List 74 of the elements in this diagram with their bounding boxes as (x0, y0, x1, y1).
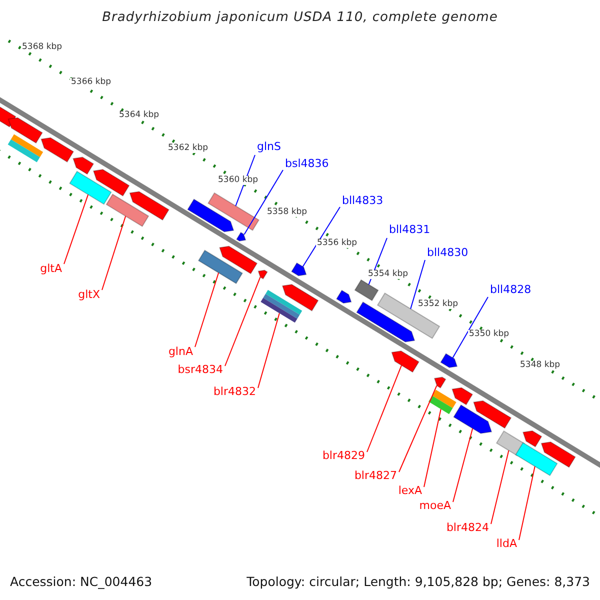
leader-line (424, 408, 442, 488)
scale-label: 5350 kbp (468, 330, 510, 338)
gene-label: blr4829 (322, 450, 365, 461)
gene-bar (473, 400, 512, 429)
scale-label: 5352 kbp (417, 300, 460, 308)
leader-line (398, 385, 438, 472)
gene-bar (522, 430, 542, 448)
leader-line (410, 260, 426, 310)
gene-bar (540, 441, 576, 468)
gene-bar (336, 290, 352, 304)
scale-label: 5364 kbp (118, 111, 160, 120)
gene-label: gltX (78, 289, 100, 300)
accession-text: Accession: NC_004463 (10, 576, 152, 588)
scale-label: 5356 kbp (316, 239, 358, 248)
genome-summary-text: Topology: circular; Length: 9,105,828 bp; Genes: 8,373 (246, 576, 590, 588)
gene-label: blr4824 (446, 522, 489, 533)
scale-label: 5368 kbp (21, 43, 64, 52)
gene-label: lldA (496, 538, 517, 549)
gene-bar (208, 192, 260, 231)
leader-line (194, 272, 220, 348)
gene-bar (376, 292, 440, 340)
scale-label: 5362 kbp (167, 144, 210, 152)
gene-bar (356, 301, 416, 342)
gene-bar (515, 442, 558, 476)
gene-label: bll4831 (389, 224, 430, 235)
gene-label: blr4827 (354, 470, 397, 481)
gene-bar (440, 353, 458, 368)
gene-label: lexA (398, 485, 422, 496)
gene-label: bll4828 (490, 284, 532, 295)
scale-label: 5366 kbp (70, 78, 112, 86)
gene-label: bll4833 (342, 195, 384, 206)
gene-bar (391, 350, 420, 373)
leader-line (244, 170, 284, 236)
gene-label: blr4832 (213, 386, 256, 397)
leader-line (452, 296, 488, 358)
scale-label: 5358 kbp (266, 208, 308, 216)
gene-bar (258, 270, 268, 280)
gene-bar (290, 262, 307, 276)
scale-label: 5348 kbp (519, 361, 562, 370)
leader-line (366, 364, 402, 452)
gene-bar (40, 137, 74, 163)
leader-line (452, 428, 474, 502)
gene-label: bll4830 (427, 247, 468, 258)
scale-label: 5360 kbp (217, 176, 260, 184)
gene-label: gltA (40, 263, 62, 274)
gene-bar (129, 191, 170, 221)
gene-label: glnS (257, 141, 281, 152)
gene-bar (187, 198, 234, 232)
gene-bar (72, 156, 94, 175)
gene-bar (496, 430, 526, 456)
gene-bar (8, 134, 44, 162)
gene-bar (106, 194, 150, 228)
gene-bar (428, 390, 456, 414)
leader-line (302, 206, 340, 268)
gene-label: moeA (419, 500, 451, 511)
title: Bradyrhizobium japonicum USDA 110, complete genome (101, 11, 499, 24)
gene-bar (69, 170, 112, 205)
leader-line (102, 216, 126, 290)
scale-label: 5354 kbp (367, 270, 410, 278)
gene-bar (453, 404, 492, 434)
leader-line (64, 194, 89, 264)
gene-bar (8, 117, 43, 144)
gene-label: bsr4834 (178, 364, 223, 375)
gene-label: glnA (168, 346, 193, 357)
leader-line (258, 312, 280, 388)
gene-bar (260, 290, 302, 323)
gene-bar (198, 250, 244, 284)
leader-line (490, 450, 510, 524)
leader-line (518, 466, 536, 540)
gene-label: bsl4836 (285, 158, 329, 169)
gene-bar (219, 246, 258, 274)
leader-line (224, 276, 261, 366)
gene-bar (282, 284, 319, 312)
gene-bar (92, 169, 130, 196)
